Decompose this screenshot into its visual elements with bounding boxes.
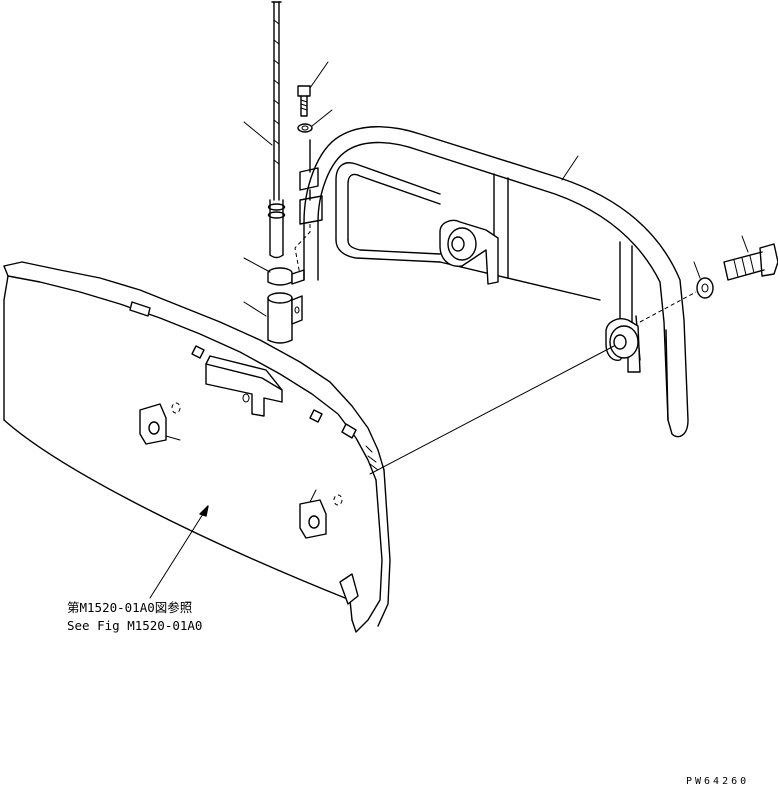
figure-code: PW64260 <box>686 776 750 787</box>
counterweight-cover <box>3 261 391 633</box>
tube-holder <box>267 292 303 344</box>
callout-text-en: See Fig M1520-01A0 <box>67 618 203 633</box>
washer-small <box>297 123 313 133</box>
callout-text-jp: 第M1520-01A0図参照 <box>67 600 193 615</box>
washer-large <box>696 277 714 299</box>
clamp <box>267 267 305 286</box>
guard-rail <box>303 126 689 438</box>
antenna-mast <box>267 1 286 259</box>
bolt-small <box>297 85 311 117</box>
callout-arrow <box>149 505 209 599</box>
bolt-large <box>723 243 778 281</box>
